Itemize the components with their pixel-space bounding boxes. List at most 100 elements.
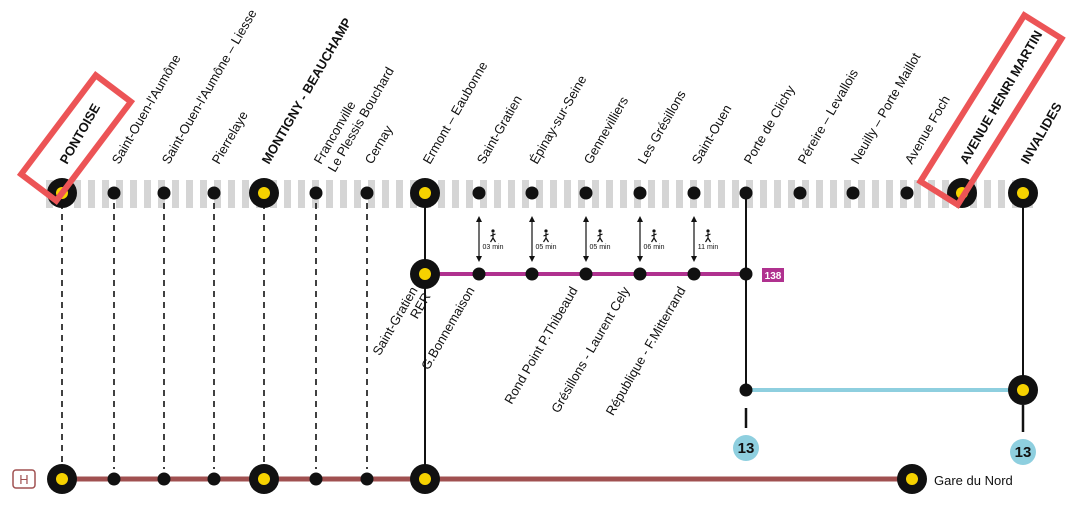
track-stripe (914, 180, 921, 208)
rer-h-badge-label: H (19, 472, 28, 487)
walk-arrow-head-down (637, 256, 643, 262)
track-stripe (102, 180, 109, 208)
track-stripe (830, 180, 837, 208)
metro-13-badge (1010, 439, 1036, 465)
metro-station-porte-de-clichy (739, 383, 753, 397)
tram-station-porte-de-clichy (739, 267, 753, 281)
bottom-station-franconville (309, 472, 323, 486)
track-stripe (522, 180, 529, 208)
track-stripe (452, 180, 459, 208)
highlight-boxes (16, 11, 1066, 209)
walk-arrow-head-down (476, 256, 482, 262)
stations (47, 178, 1038, 494)
track-stripe (732, 180, 739, 208)
pedestrian-icon (491, 229, 495, 233)
track-stripe (648, 180, 655, 208)
label-gennevilliers: Gennevilliers (581, 93, 632, 166)
metro-13-badge-label: 13 (1015, 444, 1032, 461)
track-stripe (886, 180, 893, 208)
station-gare-du-nord-core (906, 473, 918, 485)
label-epinay-sur-seine: Épinay-sur-Seine (527, 73, 590, 167)
walk-time-label: 03 min (482, 244, 503, 251)
track-stripe (438, 180, 445, 208)
station-cernay (360, 186, 374, 200)
label-les-gresillons: Les Grésillons (635, 87, 689, 166)
tram-station-rond-point-p-thibeaud (579, 267, 593, 281)
station-saint-gratien (472, 186, 486, 200)
metro-station-invalides-core (1017, 384, 1029, 396)
bottom-station-ermont-eaubonne-core (419, 473, 431, 485)
station-franconville (309, 186, 323, 200)
walk-time-label: 05 min (589, 244, 610, 251)
walk-arrow-head-up (691, 216, 697, 222)
label-porte-de-clichy: Porte de Clichy (741, 82, 798, 166)
label-saint-ouen: Saint-Ouen (689, 102, 735, 166)
label-gare-du-nord: Gare du Nord (934, 473, 1013, 488)
walk-arrow-head-up (637, 216, 643, 222)
walk-arrow-head-down (529, 256, 535, 262)
highlight-box-avenue-henri-martin (916, 11, 1066, 209)
label-cernay: Cernay (362, 122, 396, 166)
metro-13-badge-label: 13 (738, 440, 755, 457)
station-saint-ouen-l-aumone-liesse (157, 186, 171, 200)
track-stripe (872, 180, 879, 208)
station-saint-ouen-l-aumone (107, 186, 121, 200)
bottom-station-saint-ouen-l-aumone (107, 472, 121, 486)
track-stripe (186, 180, 193, 208)
track-stripe (858, 180, 865, 208)
track-stripe (466, 180, 473, 208)
track-stripe (74, 180, 81, 208)
track-stripe (228, 180, 235, 208)
tram-station-saint-gratien (472, 267, 486, 281)
track-stripe (676, 180, 683, 208)
track-stripe (354, 180, 361, 208)
walk-arrow-head-down (583, 256, 589, 262)
track-stripe (340, 180, 347, 208)
track-stripe (326, 180, 333, 208)
metro-13-badge (733, 435, 759, 461)
station-neuilly-porte-maillot (846, 186, 860, 200)
pedestrian-icon-body (704, 233, 712, 243)
pedestrian-icon (652, 229, 656, 233)
pedestrian-icon (544, 229, 548, 233)
station-avenue-foch (900, 186, 914, 200)
station-saint-ouen (687, 186, 701, 200)
track-stripe (550, 180, 557, 208)
station-invalides-core (1017, 187, 1029, 199)
walk-arrow-head-up (476, 216, 482, 222)
label-avenue-foch: Avenue Foch (902, 93, 953, 167)
track-stripe (284, 180, 291, 208)
track-stripe (130, 180, 137, 208)
walk-time-label: 05 min (535, 244, 556, 251)
track-stripe (620, 180, 627, 208)
bottom-station-montigny-beauchamp-core (258, 473, 270, 485)
pedestrian-icon (598, 229, 602, 233)
track-stripe (928, 180, 935, 208)
bottom-station-cernay (360, 472, 374, 486)
station-ermont-eaubonne-core (419, 187, 431, 199)
station-les-gresillons (633, 186, 647, 200)
track-stripe (382, 180, 389, 208)
tram-station-gresillons-laurent-cely (633, 267, 647, 281)
track-stripe (816, 180, 823, 208)
walk-arrow-head-up (583, 216, 589, 222)
tram-label-saint-gratien: Saint-Gratien (369, 284, 420, 358)
connector-dashes (61, 203, 368, 469)
track-stripe (704, 180, 711, 208)
track-stripe (298, 180, 305, 208)
tram-station-republique-f-mitterrand (687, 267, 701, 281)
station-pierrelaye (207, 186, 221, 200)
track-stripe (200, 180, 207, 208)
station-pereire-levallois (793, 186, 807, 200)
rer-h-badge (12, 469, 36, 489)
walk-arrow-head-up (529, 216, 535, 222)
track-stripe (494, 180, 501, 208)
walk-time-label: 11 min (698, 244, 719, 251)
track-stripe (606, 180, 613, 208)
tram-station-g-bonnemaison (525, 267, 539, 281)
highlight-box-pontoise (16, 71, 136, 205)
rer-track (46, 180, 1036, 208)
label-invalides: INVALIDES (1018, 99, 1065, 166)
track-stripe (508, 180, 515, 208)
